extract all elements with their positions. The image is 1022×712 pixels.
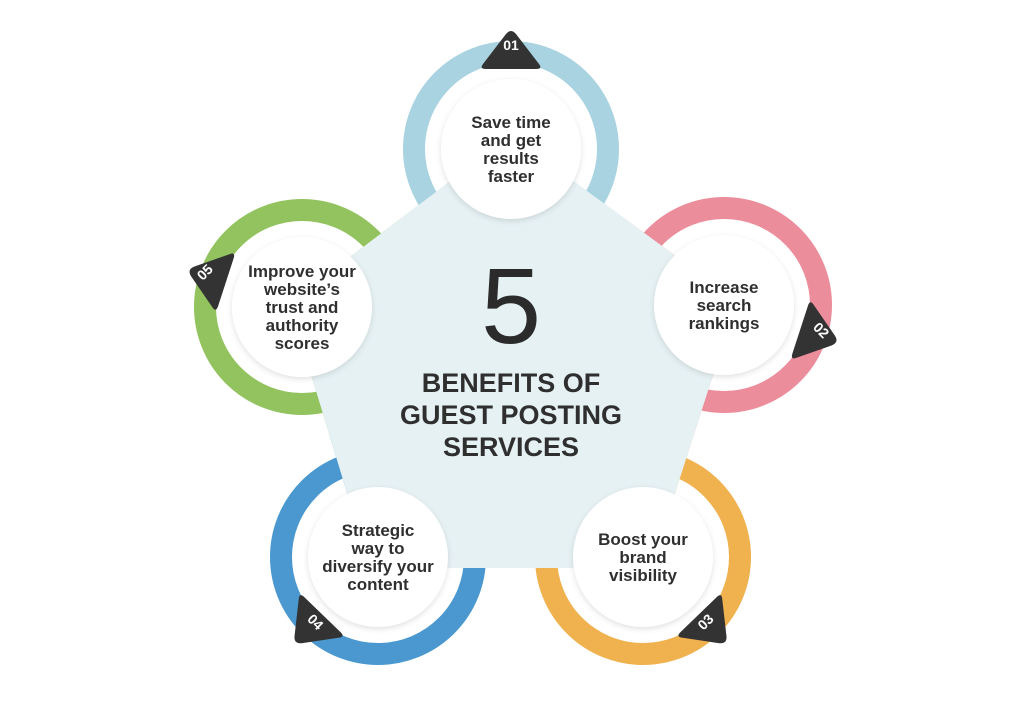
badge-04: 04 bbox=[294, 595, 343, 644]
benefit-01-line-4: faster bbox=[488, 167, 535, 186]
benefit-03-line-3: visibility bbox=[609, 566, 678, 585]
center-title-line-3: SERVICES bbox=[443, 432, 579, 462]
badge-01: 01 bbox=[481, 31, 541, 69]
badge-05: 05 bbox=[189, 253, 235, 310]
benefit-05-line-5: scores bbox=[275, 334, 330, 353]
benefit-05-line-2: website’s bbox=[263, 280, 340, 299]
node-circle bbox=[232, 237, 372, 377]
benefit-03-line-2: brand bbox=[619, 548, 666, 567]
benefit-05-line-4: authority bbox=[266, 316, 339, 335]
benefit-05-line-3: trust and bbox=[266, 298, 339, 317]
benefit-03-line-1: Boost your bbox=[598, 530, 688, 549]
node-circle bbox=[654, 235, 794, 375]
benefit-02-line-1: Increase bbox=[690, 278, 759, 297]
center-layer: 5 BENEFITS OF GUEST POSTING SERVICES bbox=[400, 245, 622, 462]
badge-number-01: 01 bbox=[503, 37, 519, 53]
benefit-01-line-3: results bbox=[483, 149, 539, 168]
benefit-02-line-3: rankings bbox=[689, 314, 760, 333]
badge-triangle bbox=[481, 31, 541, 69]
badge-02: 02 bbox=[791, 302, 837, 359]
benefit-04-line-4: content bbox=[347, 575, 409, 594]
badge-triangle bbox=[791, 302, 837, 359]
benefit-02-line-2: search bbox=[697, 296, 752, 315]
badge-triangle bbox=[294, 595, 343, 644]
benefit-04-line-1: Strategic bbox=[342, 521, 415, 540]
benefit-01-line-1: Save time bbox=[471, 113, 550, 132]
badge-03: 03 bbox=[678, 595, 727, 644]
center-title-line-2: GUEST POSTING bbox=[400, 400, 622, 430]
badge-triangle bbox=[678, 595, 727, 644]
node-circle bbox=[441, 79, 581, 219]
benefit-04-line-3: diversify your bbox=[322, 557, 434, 576]
node-circle bbox=[308, 487, 448, 627]
benefit-01-line-2: and get bbox=[481, 131, 542, 150]
benefit-04-line-2: way to bbox=[351, 539, 405, 558]
badge-triangle bbox=[189, 253, 235, 310]
benefit-05-line-1: Improve your bbox=[248, 262, 356, 281]
center-number: 5 bbox=[481, 245, 541, 366]
node-circle bbox=[573, 487, 713, 627]
center-title-line-1: BENEFITS OF bbox=[422, 368, 601, 398]
